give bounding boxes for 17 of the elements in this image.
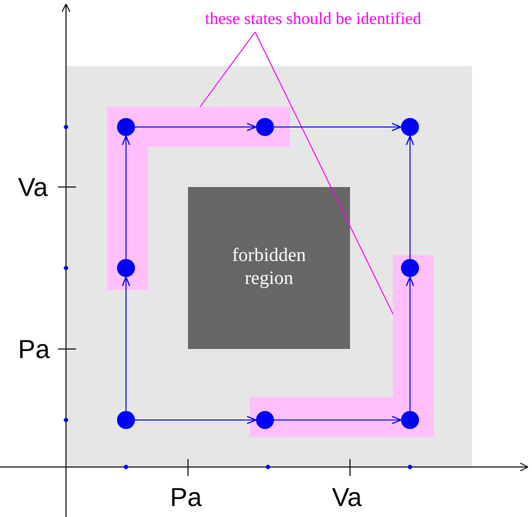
region-box bbox=[188, 187, 350, 349]
arrow bbox=[274, 416, 402, 424]
arrow bbox=[122, 276, 130, 412]
arrow bbox=[274, 122, 402, 132]
region-label: forbidden region bbox=[231, 245, 307, 291]
arrow bbox=[122, 135, 130, 260]
axis-label: Va bbox=[18, 174, 48, 200]
leader-line bbox=[200, 32, 256, 108]
arrow bbox=[134, 122, 257, 132]
axis-label: Pa bbox=[170, 484, 202, 510]
annotation-text: these states should be identified bbox=[205, 8, 500, 30]
axis-label: Va bbox=[332, 484, 362, 510]
arrow bbox=[406, 276, 414, 412]
axis-label: Pa bbox=[18, 336, 50, 362]
arrow bbox=[406, 135, 414, 260]
arrow bbox=[134, 416, 257, 424]
leader-line bbox=[254, 32, 394, 314]
